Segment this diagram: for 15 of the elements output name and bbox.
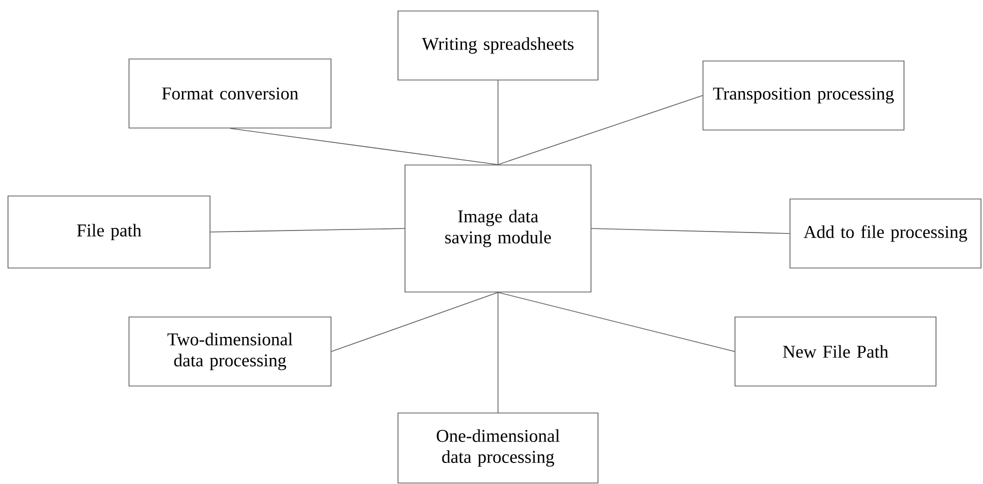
connector-line <box>498 292 735 352</box>
process-box: Add to file processing <box>790 198 982 268</box>
process-box: New File Path <box>734 316 936 386</box>
process-box: Format conversion <box>128 58 332 128</box>
connector-line <box>230 128 498 165</box>
connector-line <box>591 228 790 234</box>
connector-line <box>331 292 498 352</box>
connector-line <box>498 95 703 165</box>
process-box: Two-dimensional data processing <box>128 316 332 386</box>
process-box: One-dimensional data processing <box>398 412 598 484</box>
process-box: Writing spreadsheets <box>398 10 598 80</box>
process-box: Transposition processing <box>702 60 904 130</box>
connector-line <box>210 228 405 232</box>
process-box: File path <box>8 196 210 268</box>
process-box: Image data saving module <box>404 164 592 292</box>
